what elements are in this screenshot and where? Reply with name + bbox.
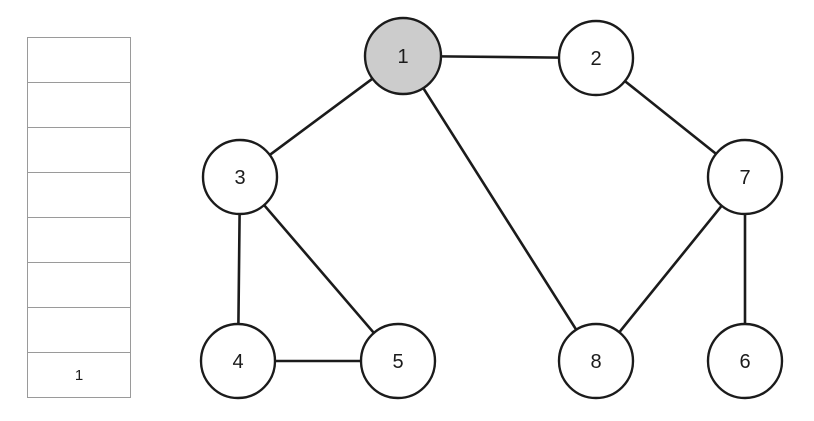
stack-cell[interactable] [27,217,131,262]
stack-cell[interactable] [27,262,131,307]
graph-node-3[interactable]: 3 [201,138,279,216]
graph-node-4[interactable]: 4 [199,322,277,400]
stack-cell[interactable] [27,307,131,352]
graph-node-label-5: 5 [392,351,403,373]
graph-node-label-7: 7 [739,167,750,189]
stack-cell[interactable] [27,127,131,172]
graph-edge-2-7 [622,79,719,156]
graph-node-circle-7[interactable] [706,138,784,216]
traversal-stack: 1 [27,37,131,398]
graph-node-5[interactable]: 5 [359,322,437,400]
stack-cell[interactable] [27,172,131,217]
graph-edge-3-4 [237,211,241,327]
graph-node-1[interactable]: 1 [363,16,443,96]
graph-node-label-8: 8 [590,351,601,373]
graph-node-label-4: 4 [232,351,243,373]
graph-edge-1-3 [267,76,375,157]
graph-node-2[interactable]: 2 [557,19,635,97]
stack-cell[interactable]: 1 [27,352,131,398]
stack-cell[interactable] [27,82,131,127]
graph-node-6[interactable]: 6 [706,322,784,400]
graph-node-7[interactable]: 7 [706,138,784,216]
graph-edge-1-8 [421,85,579,332]
graph-node-label-6: 6 [739,351,750,373]
graph-edge-3-5 [262,203,376,335]
graph-node-circle-1[interactable] [363,16,443,96]
graph-node-circle-5[interactable] [359,322,437,400]
graph-node-layer: 1 2 3 7 4 5 8 6 [199,16,784,400]
graph-node-circle-4[interactable] [199,322,277,400]
graph-edge-7-8 [617,203,724,335]
graph-node-circle-2[interactable] [557,19,635,97]
graph-node-label-3: 3 [234,167,245,189]
graph-edge-1-2 [438,55,562,59]
graph-node-label-2: 2 [590,48,601,70]
stack-cell[interactable] [27,37,131,82]
graph-node-label-1: 1 [397,46,408,68]
graph-node-circle-6[interactable] [706,322,784,400]
graph-node-8[interactable]: 8 [557,322,635,400]
graph-node-circle-3[interactable] [201,138,279,216]
graph-node-circle-8[interactable] [557,322,635,400]
graph-edge-layer [237,55,747,363]
